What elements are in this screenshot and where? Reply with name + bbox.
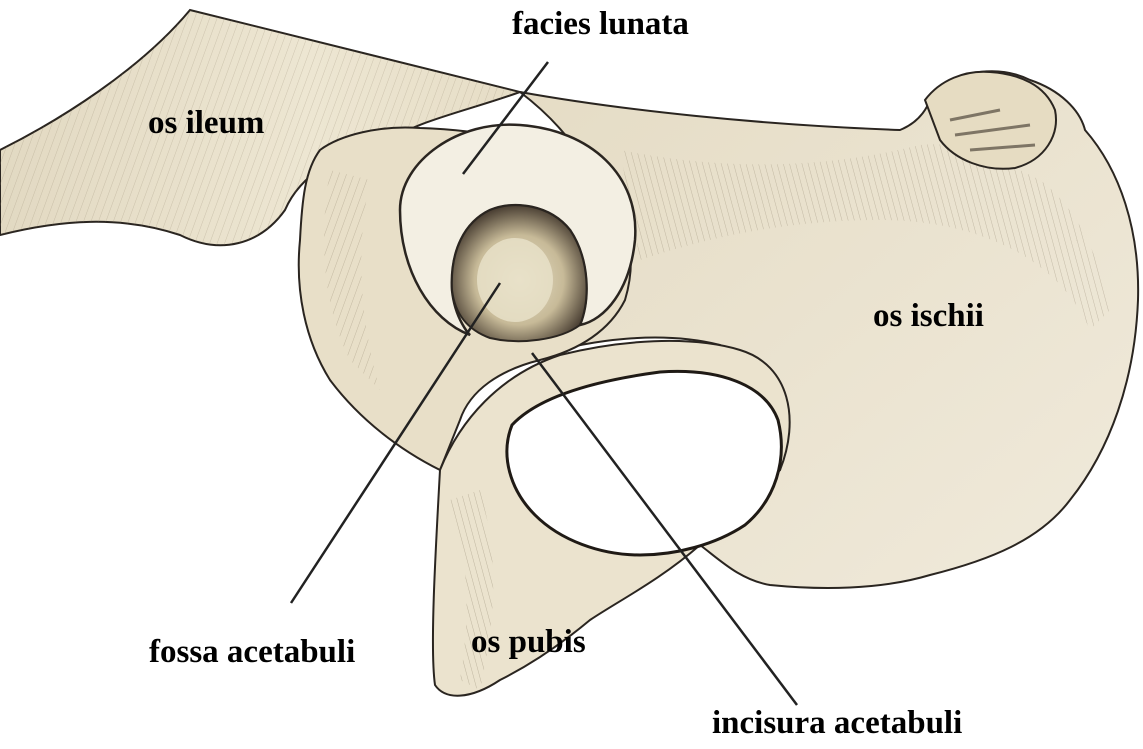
label-facies-lunata: facies lunata [512, 8, 689, 41]
label-incisura-acetabuli: incisura acetabuli [712, 707, 962, 740]
label-os-ileum: os ileum [148, 107, 264, 140]
label-os-ischii: os ischii [873, 300, 984, 333]
label-fossa-acetabuli: fossa acetabuli [149, 636, 355, 669]
label-os-pubis: os pubis [471, 626, 586, 659]
foramen-obturatum [507, 371, 781, 555]
